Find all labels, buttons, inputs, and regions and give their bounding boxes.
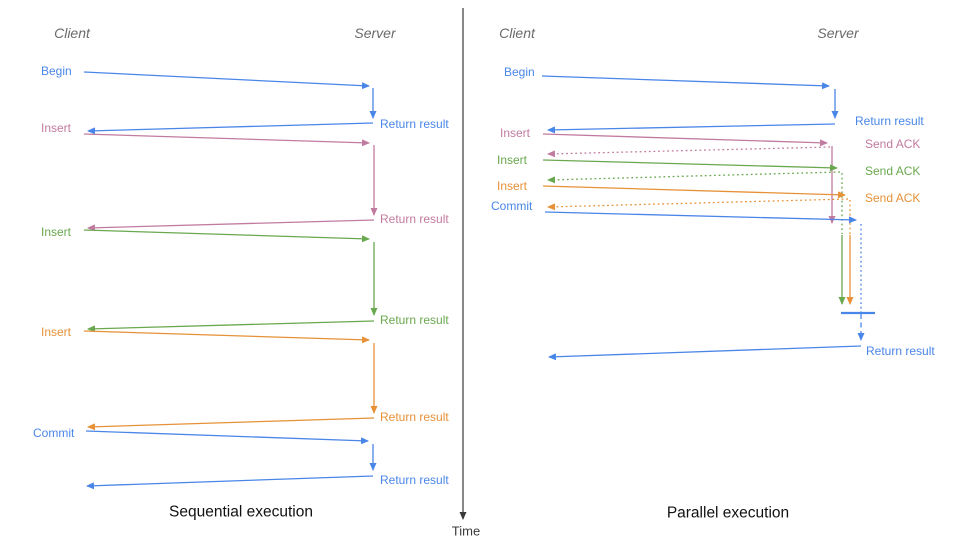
commit-label: Commit — [491, 199, 533, 213]
insert2-request-line — [542, 159, 838, 172]
panel-parallel: Parallel execution Client ServerBeginInser… — [491, 25, 935, 522]
insert2-return-line — [87, 320, 375, 333]
insert3-request-line — [83, 330, 370, 344]
return-result-label-1: Return result — [380, 117, 449, 131]
return-result-label-2: Return result — [380, 212, 449, 226]
panel-title: Parallel execution — [667, 505, 789, 522]
insert2-request-line — [83, 229, 370, 243]
insert3-label: Insert — [41, 325, 72, 339]
client-header: Client — [54, 25, 91, 41]
server-header: Server — [817, 25, 860, 41]
insert3-return-line — [87, 417, 375, 431]
return-result-label-5: Return result — [380, 473, 449, 487]
insert1-label: Insert — [41, 121, 72, 135]
server-header: Server — [354, 25, 397, 41]
panel-title: Sequential execution — [169, 504, 313, 521]
send-ack-label-1: Send ACK — [865, 137, 920, 151]
begin-request-line — [83, 71, 370, 90]
send-ack-label-3: Send ACK — [865, 191, 920, 205]
insert1-ack-line — [547, 146, 831, 158]
return-result-label-4: Return result — [380, 410, 449, 424]
commit-label: Commit — [33, 426, 75, 440]
insert1-label: Insert — [500, 126, 531, 140]
insert2-ack-line — [547, 171, 841, 184]
time-axis-label: Time — [452, 524, 480, 539]
insert2-label: Insert — [497, 153, 528, 167]
return-result-label-3: Return result — [380, 313, 449, 327]
begin-return-line — [87, 122, 374, 135]
return-result-label-2: Return result — [866, 344, 935, 358]
insert1-return-line — [87, 219, 375, 232]
begin-request-line — [541, 75, 830, 90]
insert3-ack-line — [547, 198, 849, 211]
insert2-label: Insert — [41, 225, 72, 239]
commit-request-line — [85, 430, 369, 445]
panel-sequential: Sequential execution Client ServerBeginIns… — [33, 25, 449, 521]
begin-return-line — [547, 123, 836, 134]
time-axis: Time — [452, 8, 480, 539]
client-header: Client — [499, 25, 536, 41]
commit-return-line — [86, 475, 374, 490]
begin-label: Begin — [504, 65, 535, 79]
insert1-request-line — [542, 133, 828, 147]
commit-return-line — [548, 345, 862, 361]
commit-request-line — [544, 211, 857, 224]
begin-label: Begin — [41, 64, 72, 78]
send-ack-label-2: Send ACK — [865, 164, 920, 178]
insert3-label: Insert — [497, 179, 528, 193]
insert3-request-line — [542, 185, 846, 199]
return-result-label-1: Return result — [855, 114, 924, 128]
insert1-request-line — [83, 133, 370, 147]
